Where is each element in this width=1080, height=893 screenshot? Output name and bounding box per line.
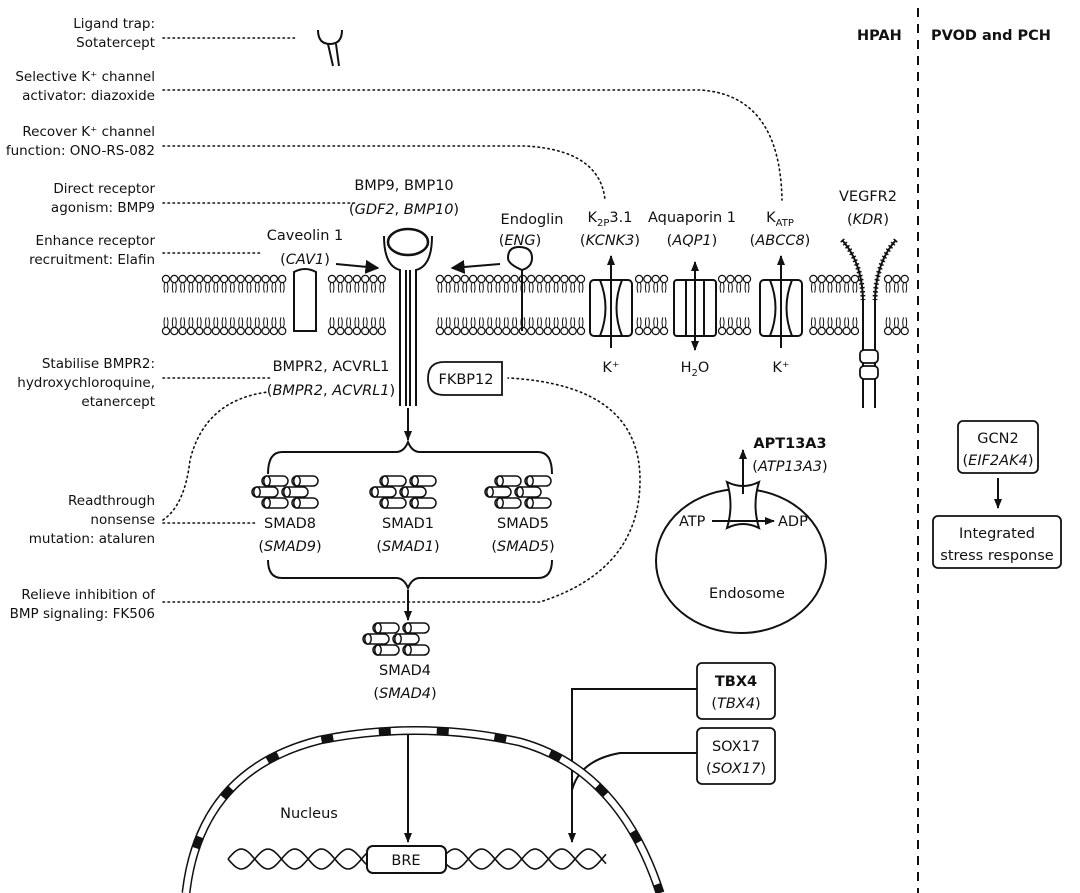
therapy-stabilise-bmpr2: Stabilise BMPR2: hydroxychloroquine, eta… — [17, 356, 155, 410]
svg-text:(CAV1): (CAV1) — [280, 252, 330, 268]
svg-text:etanercept: etanercept — [81, 394, 155, 410]
smad1: SMAD1 (SMAD1) — [369, 475, 440, 555]
receptor-to-smad-arrow — [267, 408, 553, 475]
svg-text:Endosome: Endosome — [709, 586, 785, 602]
svg-text:SOX17: SOX17 — [712, 739, 760, 755]
vegfr2-receptor: VEGFR2 (KDR) — [839, 189, 898, 408]
pvod-pch-heading: PVOD and PCH — [931, 28, 1051, 44]
therapy-ono-rs-082: Recover K⁺ channel function: ONO-RS-082 — [6, 124, 155, 159]
svg-text:Sotatercept: Sotatercept — [76, 35, 155, 51]
therapy-ligand-trap: Ligand trap: Sotatercept — [73, 16, 155, 51]
svg-text:GCN2: GCN2 — [977, 431, 1018, 447]
svg-text:Caveolin 1: Caveolin 1 — [267, 228, 343, 244]
svg-text:Selective K⁺ channel: Selective K⁺ channel — [15, 69, 155, 85]
bmpr2-acvrl1-label: BMPR2, ACVRL1 (BMPR2, ACVRL1) — [267, 359, 395, 399]
bmpr2-receptor — [383, 235, 433, 406]
svg-text:BMP9, BMP10: BMP9, BMP10 — [354, 178, 453, 194]
svg-text:Readthrough: Readthrough — [68, 493, 155, 509]
gcn2: GCN2 (EIF2AK4) — [957, 420, 1039, 509]
svg-text:(KDR): (KDR) — [847, 212, 889, 228]
svg-text:recruitment: Elafin: recruitment: Elafin — [29, 252, 155, 268]
endoglin: Endoglin (ENG) — [450, 212, 564, 331]
svg-text:Ligand trap:: Ligand trap: — [73, 16, 155, 32]
svg-text:APT13A3: APT13A3 — [753, 436, 826, 452]
smad5: SMAD5 (SMAD5) — [484, 475, 555, 555]
svg-text:(ABCC8): (ABCC8) — [750, 233, 811, 249]
hpah-heading: HPAH — [857, 28, 902, 44]
svg-text:ATP: ATP — [679, 514, 706, 530]
svg-text:Aquaporin 1: Aquaporin 1 — [648, 210, 736, 226]
smad8: SMAD8 (SMAD9) — [251, 475, 322, 555]
k2p3-1-channel: K2P3.1 (KCNK3) K⁺ — [580, 210, 640, 376]
nucleus: Nucleus BRE — [181, 725, 665, 893]
svg-text:agonism: BMP9: agonism: BMP9 — [51, 200, 155, 216]
svg-text:(SMAD1): (SMAD1) — [376, 539, 439, 555]
svg-text:stress response: stress response — [940, 548, 1053, 564]
svg-text:hydroxychloroquine,: hydroxychloroquine, — [17, 375, 155, 391]
svg-text:K2P3.1: K2P3.1 — [588, 210, 633, 229]
svg-text:(SMAD5): (SMAD5) — [491, 539, 554, 555]
svg-text:SMAD4: SMAD4 — [379, 663, 431, 679]
cell-membrane — [161, 274, 909, 336]
svg-text:Endoglin: Endoglin — [501, 212, 564, 228]
svg-text:(ATP13A3): (ATP13A3) — [752, 459, 827, 475]
svg-text:(AQP1): (AQP1) — [667, 233, 718, 249]
svg-text:nonsense: nonsense — [90, 512, 155, 528]
svg-text:KATP: KATP — [766, 210, 794, 229]
fkbp12: FKBP12 — [427, 361, 503, 396]
svg-text:Direct receptor: Direct receptor — [53, 181, 155, 197]
svg-text:(TBX4): (TBX4) — [711, 696, 760, 712]
svg-text:(GDF2, BMP10): (GDF2, BMP10) — [349, 202, 459, 218]
svg-text:Stabilise BMPR2:: Stabilise BMPR2: — [42, 356, 155, 372]
svg-text:(SMAD4): (SMAD4) — [373, 686, 436, 702]
svg-text:(SMAD9): (SMAD9) — [258, 539, 321, 555]
katp-channel: KATP (ABCC8) K⁺ — [750, 210, 811, 376]
svg-text:BMPR2, ACVRL1: BMPR2, ACVRL1 — [273, 359, 390, 375]
svg-text:SMAD1: SMAD1 — [382, 516, 434, 532]
tbx4: TBX4 (TBX4) — [696, 662, 776, 720]
svg-text:(SOX17): (SOX17) — [706, 761, 766, 777]
smad4: SMAD4 (SMAD4) — [362, 622, 437, 702]
aquaporin-1: Aquaporin 1 (AQP1) H2O — [648, 210, 736, 379]
svg-text:ADP: ADP — [778, 514, 808, 530]
integrated-stress-response: Integrated stress response — [932, 515, 1062, 569]
caveolin-1: Caveolin 1 (CAV1) — [267, 228, 380, 332]
svg-text:FKBP12: FKBP12 — [439, 372, 494, 388]
bmp9-bmp10: BMP9, BMP10 (GDF2, BMP10) — [349, 178, 459, 257]
svg-text:K⁺: K⁺ — [772, 360, 789, 376]
svg-text:Recover K⁺ channel: Recover K⁺ channel — [22, 124, 155, 140]
therapy-ataluren: Readthrough nonsense mutation: ataluren — [29, 493, 155, 547]
svg-text:VEGFR2: VEGFR2 — [839, 189, 897, 205]
svg-text:Relieve inhibition of: Relieve inhibition of — [21, 587, 156, 603]
svg-text:(BMPR2, ACVRL1): (BMPR2, ACVRL1) — [267, 383, 395, 399]
therapy-elafin: Enhance receptor recruitment: Elafin — [29, 233, 155, 268]
dotted-connectors — [162, 37, 783, 603]
ligand-trap-icon — [317, 29, 343, 67]
sox17: SOX17 (SOX17) — [696, 727, 776, 785]
svg-text:Integrated: Integrated — [959, 526, 1035, 542]
svg-text:TBX4: TBX4 — [715, 674, 757, 690]
therapy-diazoxide: Selective K⁺ channel activator: diazoxid… — [15, 69, 155, 104]
svg-text:function: ONO-RS-082: function: ONO-RS-082 — [6, 143, 155, 159]
transcription-factor-connectors — [568, 688, 697, 843]
svg-text:mutation: ataluren: mutation: ataluren — [29, 531, 155, 547]
atp13a3-endosome: APT13A3 (ATP13A3) ATP ADP Endosome — [655, 436, 828, 634]
svg-text:BMP signaling: FK506: BMP signaling: FK506 — [10, 606, 155, 622]
svg-text:SMAD8: SMAD8 — [264, 516, 316, 532]
svg-text:(KCNK3): (KCNK3) — [580, 233, 640, 249]
svg-text:Enhance receptor: Enhance receptor — [36, 233, 156, 249]
svg-text:SMAD5: SMAD5 — [497, 516, 549, 532]
svg-text:(EIF2AK4): (EIF2AK4) — [962, 453, 1033, 469]
svg-text:activator: diazoxide: activator: diazoxide — [22, 88, 155, 104]
therapy-fk506: Relieve inhibition of BMP signaling: FK5… — [10, 587, 157, 622]
svg-text:Nucleus: Nucleus — [280, 806, 338, 822]
svg-text:(ENG): (ENG) — [499, 233, 542, 249]
svg-text:BRE: BRE — [391, 853, 420, 869]
svg-text:K⁺: K⁺ — [602, 360, 619, 376]
svg-text:H2O: H2O — [681, 360, 710, 379]
therapy-bmp9: Direct receptor agonism: BMP9 — [51, 181, 156, 216]
smad-to-smad4-arrow — [267, 559, 553, 621]
